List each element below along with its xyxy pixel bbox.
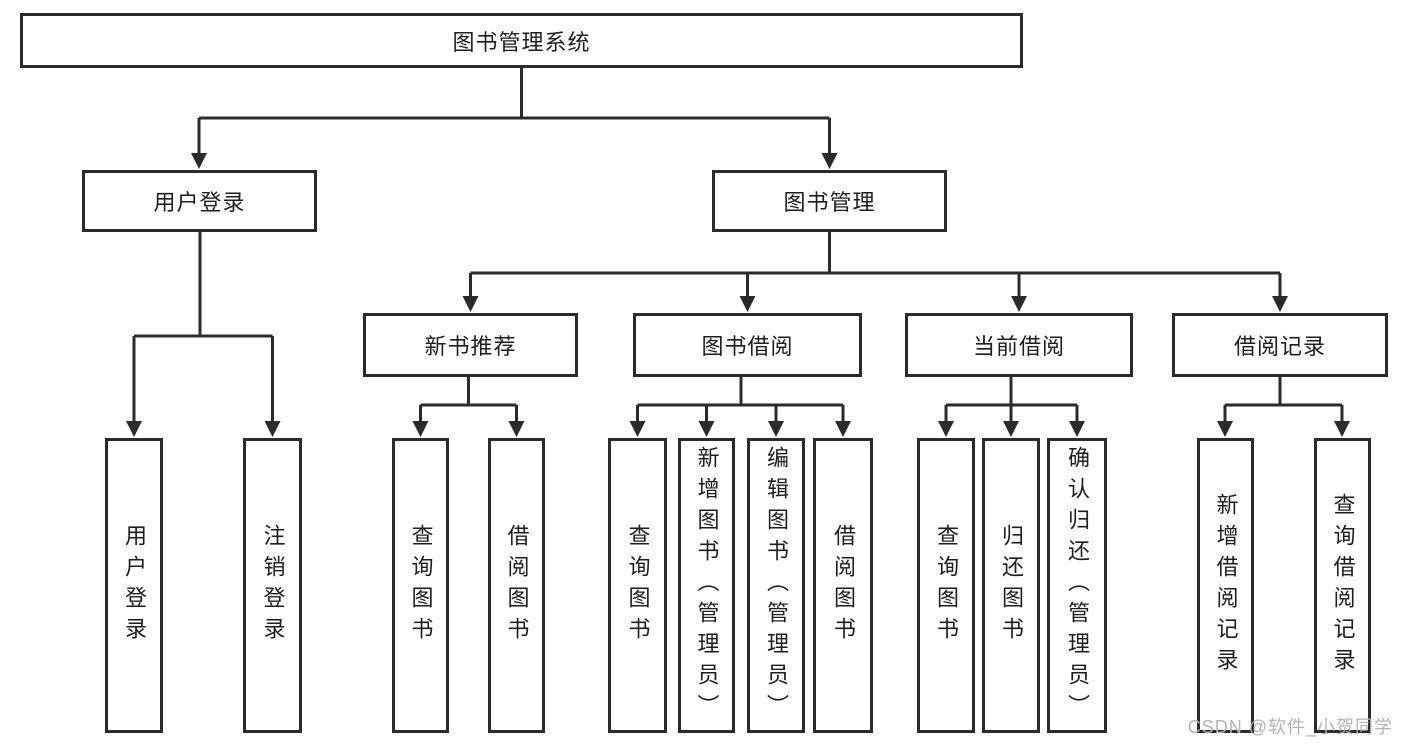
connector-new-book-recommend-to-leaves xyxy=(419,377,518,423)
node-current-borrow: 当前借阅 xyxy=(905,313,1133,377)
node-user-login: 用户登录 xyxy=(82,170,317,232)
arrowheads xyxy=(126,153,1350,437)
csdn-watermark: CSDN @软件_小贺同学 xyxy=(1187,717,1393,737)
node-library-management-system: 图书管理系统 xyxy=(20,13,1023,68)
leaf-cb-query-books: 查询图书 xyxy=(917,438,975,733)
connector-root-to-level2 xyxy=(197,68,831,155)
leaf-cb-confirm-return-admin: 确认归还（管理员） xyxy=(1047,438,1107,733)
node-book-management: 图书管理 xyxy=(712,170,947,232)
leaf-bb-borrow-books: 借阅图书 xyxy=(813,438,873,733)
connector-borrow-records-to-leaves xyxy=(1223,377,1344,423)
leaf-nr-borrow-books: 借阅图书 xyxy=(488,438,545,733)
connector-current-borrow-to-leaves xyxy=(944,377,1079,423)
connector-user-login-to-leaves xyxy=(132,232,274,423)
connector-book-management-to-level3 xyxy=(469,232,1282,298)
leaf-br-query-borrow-record: 查询借阅记录 xyxy=(1314,438,1371,733)
connector-book-borrow-to-leaves xyxy=(636,377,845,423)
leaf-bb-edit-books-admin: 编辑图书（管理员） xyxy=(747,438,805,733)
node-book-borrow: 图书借阅 xyxy=(633,313,862,377)
leaf-cb-return-books: 归还图书 xyxy=(982,438,1040,733)
leaf-bb-add-books-admin: 新增图书（管理员） xyxy=(678,438,735,733)
leaf-nr-query-books: 查询图书 xyxy=(392,438,449,733)
leaf-bb-query-books: 查询图书 xyxy=(608,438,667,733)
leaf-br-add-borrow-record: 新增借阅记录 xyxy=(1197,438,1254,733)
leaf-logout-login: 注销登录 xyxy=(243,438,302,733)
node-new-book-recommend: 新书推荐 xyxy=(363,313,578,377)
node-borrow-records: 借阅记录 xyxy=(1172,313,1388,377)
leaf-user-login: 用户登录 xyxy=(105,438,163,733)
